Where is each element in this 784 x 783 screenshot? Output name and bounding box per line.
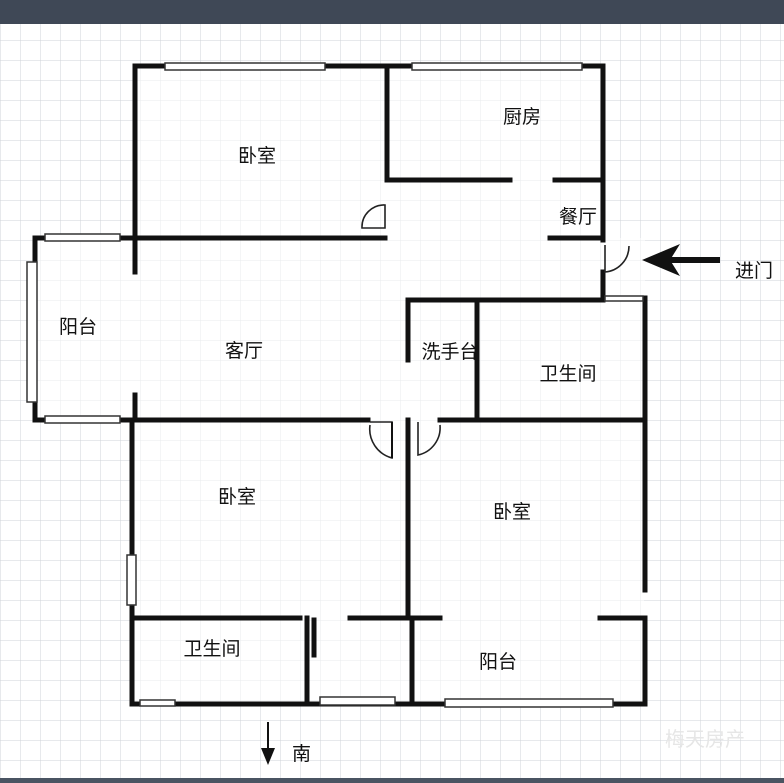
floor-plan-sheet: 卧室 厨房 餐厅 阳台 客厅 洗手台 卫生间 卧室 卧室 卫生间 阳台 进门 南… — [0, 24, 784, 778]
watermark-text: 梅天房产 — [665, 727, 745, 751]
window-balcony-west — [26, 261, 38, 403]
window-balcony-south — [44, 415, 121, 424]
room-labels: 卧室 厨房 餐厅 阳台 客厅 洗手台 卫生间 卧室 卧室 卫生间 阳台 进门 南… — [59, 106, 773, 765]
label-bathroom-south: 卫生间 — [183, 638, 240, 660]
window-bottom-edge — [0, 778, 784, 783]
floor-plan: 卧室 厨房 餐厅 阳台 客厅 洗手台 卫生间 卧室 卧室 卫生间 阳台 进门 南… — [0, 24, 784, 778]
label-bedroom-sw: 卧室 — [218, 486, 256, 508]
label-wash-basin: 洗手台 — [421, 341, 478, 363]
window-title-bar — [0, 0, 784, 24]
window-entry — [604, 295, 644, 302]
label-bathroom-east: 卫生间 — [539, 363, 596, 385]
south-arrow — [261, 722, 275, 765]
window-bathroom-south — [139, 699, 176, 707]
door-entrance — [604, 245, 630, 273]
label-living-room: 客厅 — [225, 340, 263, 362]
window-bedroom-west — [126, 554, 137, 606]
window-balcony-north — [44, 233, 121, 242]
window-balcony-south-long — [444, 698, 614, 708]
label-south: 南 — [292, 743, 311, 765]
window-hall-south — [319, 696, 396, 706]
label-kitchen: 厨房 — [503, 106, 541, 128]
windows — [26, 62, 644, 708]
label-balcony-south: 阳台 — [479, 651, 517, 673]
doors — [361, 204, 630, 460]
label-bedroom-top: 卧室 — [238, 145, 276, 167]
label-entrance: 进门 — [735, 260, 773, 282]
label-balcony-west: 阳台 — [59, 316, 97, 338]
window-kitchen — [411, 62, 583, 71]
label-dining: 餐厅 — [559, 206, 597, 228]
door-bedroom-se — [417, 422, 441, 456]
label-bedroom-se: 卧室 — [493, 501, 531, 523]
window-bedroom-top — [164, 62, 326, 71]
entrance-arrow — [642, 244, 720, 276]
door-bedroom-top — [361, 204, 386, 229]
